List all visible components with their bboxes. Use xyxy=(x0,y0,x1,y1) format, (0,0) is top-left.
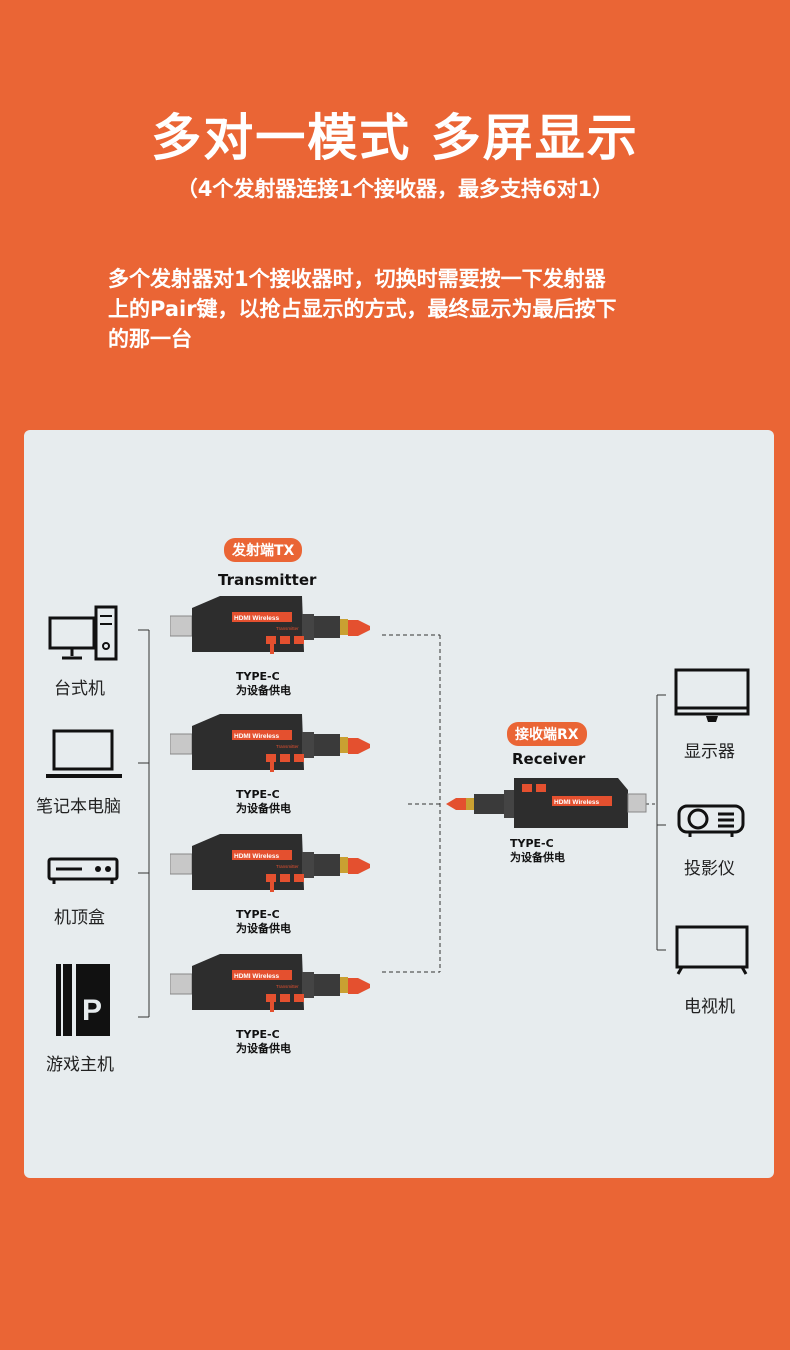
tv-icon xyxy=(674,924,752,980)
description-line: 多个发射器对1个接收器时，切换时需要按一下发射器 xyxy=(108,267,606,291)
tx-badge: 发射端TX xyxy=(224,538,303,562)
svg-text:P: P xyxy=(82,994,102,1027)
laptop-icon xyxy=(44,728,124,784)
monitor-icon xyxy=(672,666,754,730)
tx-power-note: TYPE-C 为设备供电 xyxy=(236,670,291,698)
power-desc: 为设备供电 xyxy=(236,922,291,935)
display-label: 显示器 xyxy=(684,742,735,762)
desktop-pc-icon xyxy=(48,604,118,668)
svg-text:Transmitter: Transmitter xyxy=(276,984,299,989)
power-type: TYPE-C xyxy=(510,837,554,850)
display-label: 投影仪 xyxy=(684,859,735,879)
svg-text:Transmitter: Transmitter xyxy=(276,864,299,869)
power-desc: 为设备供电 xyxy=(236,684,291,697)
tx-power-note: TYPE-C 为设备供电 xyxy=(236,788,291,816)
description-line: 上的Pair键，以抢占显示的方式，最终显示为最后按下 xyxy=(108,297,617,321)
svg-text:HDMI Wireless: HDMI Wireless xyxy=(234,733,279,740)
projector-icon xyxy=(676,800,748,844)
tx-power-note: TYPE-C 为设备供电 xyxy=(236,908,291,936)
power-type: TYPE-C xyxy=(236,670,280,683)
rx-title: Receiver xyxy=(512,750,586,768)
page-subtitle: （4个发射器连接1个接收器，最多支持6对1） xyxy=(176,177,614,201)
source-label: 笔记本电脑 xyxy=(36,797,121,817)
tx-title: Transmitter xyxy=(218,571,317,589)
power-desc: 为设备供电 xyxy=(510,851,565,864)
set-top-box-icon xyxy=(46,856,120,892)
description-line: 的那一台 xyxy=(108,327,192,351)
power-type: TYPE-C xyxy=(236,908,280,921)
tx-power-note: TYPE-C 为设备供电 xyxy=(236,1028,291,1056)
source-label: 机顶盒 xyxy=(54,908,105,928)
source-label: 游戏主机 xyxy=(46,1055,114,1075)
svg-text:HDMI Wireless: HDMI Wireless xyxy=(234,853,279,860)
power-desc: 为设备供电 xyxy=(236,1042,291,1055)
receiver-device: HDMI Wireless xyxy=(442,772,652,836)
power-type: TYPE-C xyxy=(236,788,280,801)
svg-text:HDMI Wireless: HDMI Wireless xyxy=(234,615,279,622)
display-label: 电视机 xyxy=(684,997,735,1017)
description: 多个发射器对1个接收器时，切换时需要按一下发射器 上的Pair键，以抢占显示的方… xyxy=(108,264,708,354)
rx-power-note: TYPE-C 为设备供电 xyxy=(510,837,565,865)
power-type: TYPE-C xyxy=(236,1028,280,1041)
game-console-icon: P xyxy=(54,962,114,1042)
connection-lines xyxy=(138,629,666,1018)
rx-badge: 接收端RX xyxy=(507,722,587,746)
source-label: 台式机 xyxy=(54,679,105,699)
page-title: 多对一模式 多屏显示 xyxy=(151,109,639,167)
svg-text:HDMI Wireless: HDMI Wireless xyxy=(554,799,599,806)
svg-text:HDMI Wireless: HDMI Wireless xyxy=(234,973,279,980)
svg-text:Transmitter: Transmitter xyxy=(276,744,299,749)
power-desc: 为设备供电 xyxy=(236,802,291,815)
svg-text:Transmitter: Transmitter xyxy=(276,626,299,631)
